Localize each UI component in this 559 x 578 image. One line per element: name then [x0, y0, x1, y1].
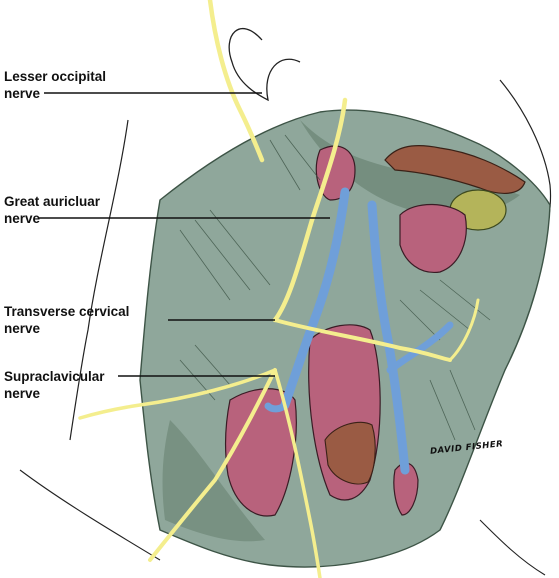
clavicle-segment [324, 421, 376, 485]
label-transverse-cervical-line2: nerve [4, 321, 41, 336]
external-jugular-vein [280, 187, 350, 410]
supraclavicular-nerve-medial [273, 368, 322, 578]
label-supraclavicular-line2: nerve [4, 386, 41, 401]
fascia-hatching [179, 134, 491, 441]
label-lesser-occipital-line2: nerve [4, 86, 41, 101]
great-auricular-nerve [272, 97, 348, 323]
label-supraclavicular-line1: Supraclavicular [4, 369, 105, 384]
supraclavicular-nerve-lateral [78, 368, 277, 420]
veins [264, 187, 454, 475]
mandible [384, 145, 526, 194]
muscle-window-lower-left [224, 388, 297, 517]
leader-lines [38, 92, 330, 377]
muscle-window-upper-right [399, 203, 467, 273]
label-great-auricular-line2: nerve [4, 211, 41, 226]
supraclavicular-nerve-main [148, 368, 277, 562]
vein-branch-lower [264, 401, 289, 413]
label-great-auricular-line1: Great auricluar [4, 194, 101, 209]
label-great-auricular-nerve: Great auricluar nerve [4, 193, 100, 227]
vein-branch-right [386, 321, 454, 374]
label-lesser-occipital-line1: Lesser occipital [4, 69, 107, 84]
anterior-jugular-vein [367, 200, 410, 475]
ear-outline [228, 27, 301, 102]
lesser-occipital-nerve [207, 0, 265, 163]
label-lesser-occipital-nerve: Lesser occipital nerve [4, 68, 106, 102]
chest-contour [479, 519, 546, 576]
shoulder-contour [19, 469, 161, 561]
muscle-window-lower-right [393, 462, 419, 516]
label-transverse-cervical-nerve: Transverse cervical nerve [4, 303, 129, 337]
nerve-branch-right [448, 298, 480, 362]
label-transverse-cervical-line1: Transverse cervical [4, 304, 130, 319]
label-supraclavicular-nerve: Supraclavicular nerve [4, 368, 105, 402]
transverse-cervical-nerve [273, 318, 452, 362]
nerves [78, 0, 480, 578]
neck-back-contour [69, 119, 129, 441]
